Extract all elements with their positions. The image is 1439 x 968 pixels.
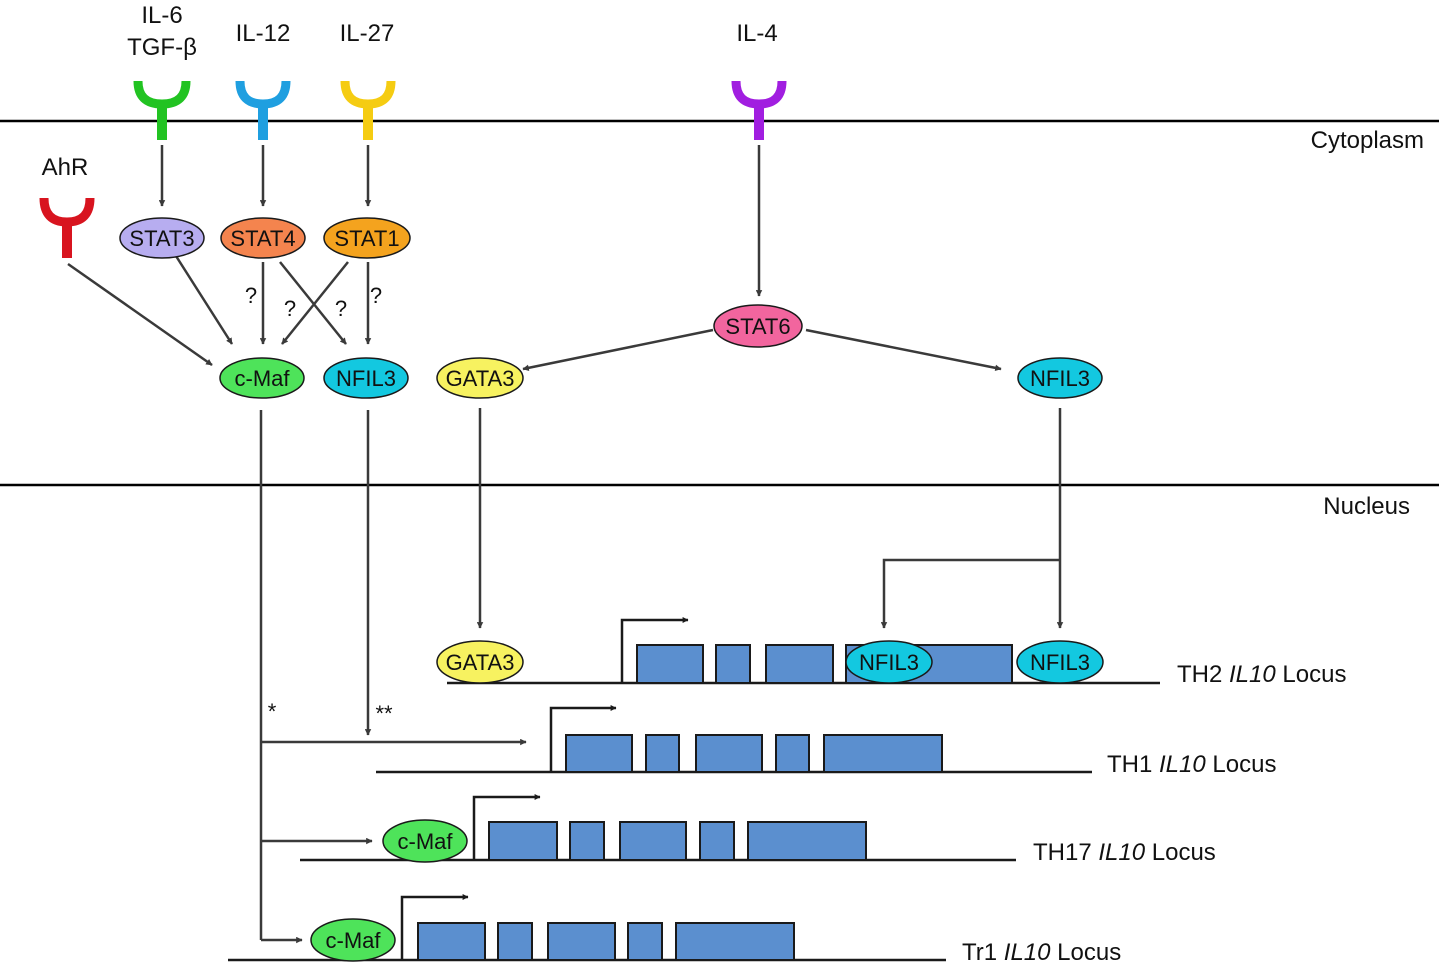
il4-receptor-icon [731, 80, 787, 140]
svg-text:STAT4: STAT4 [230, 226, 295, 251]
il27-label: IL-27 [340, 20, 395, 47]
tr1-exon-2 [497, 922, 533, 961]
il6-label: IL-6 [141, 2, 182, 29]
uncertain-mark-3: ? [335, 296, 347, 321]
arrow-stat3-cmaf [174, 255, 234, 345]
th2-nfil3-factor-1: NFIL3 [845, 640, 933, 684]
nfil3-left-node: NFIL3 [323, 357, 409, 399]
arrow-stat6-nfil3 [805, 328, 1002, 372]
th17-locus: c-Maf TH17 IL10 Locus [300, 794, 1216, 866]
th2-tss-arrow-icon [620, 617, 689, 683]
arrow-stat4-nfil3 [279, 261, 347, 345]
nucleus-label: Nucleus [1323, 493, 1410, 520]
th2-gata3-factor: GATA3 [436, 640, 524, 684]
th17-cmaf-factor: c-Maf [382, 819, 468, 863]
th1-exon-2 [645, 734, 680, 773]
svg-text:STAT3: STAT3 [129, 226, 194, 251]
th17-tss-arrow-icon [472, 794, 541, 860]
tr1-tss-arrow-icon [400, 894, 469, 960]
stat4-node: STAT4 [220, 217, 306, 259]
uncertain-mark-1: ? [245, 283, 257, 308]
svg-text:STAT1: STAT1 [334, 226, 399, 251]
tr1-exon-4 [627, 922, 663, 961]
tr1-locus: c-Maf Tr1 IL10 Locus [228, 894, 1121, 966]
tgfb-label: TGF-β [127, 34, 197, 61]
th17-locus-label: TH17 IL10 Locus [1033, 839, 1216, 866]
th2-locus: GATA3 NFIL3 NFIL3 TH2 IL10 Locus [436, 617, 1346, 688]
th17-exon-2 [569, 821, 605, 861]
ahr-receptor-icon [39, 197, 95, 258]
arrow-nfil3-th2-site1 [880, 558, 1060, 629]
th1-locus-label: TH1 IL10 Locus [1107, 751, 1276, 778]
tr1-exon-5 [675, 922, 795, 961]
arrow-ahr-cmaf [67, 262, 213, 367]
cytoplasm-label: Cytoplasm [1311, 127, 1424, 154]
svg-text:GATA3: GATA3 [446, 366, 515, 391]
th1-exon-3 [695, 734, 763, 773]
svg-text:STAT6: STAT6 [725, 314, 790, 339]
stat6-node: STAT6 [713, 304, 803, 348]
uncertain-mark-2: ? [284, 296, 296, 321]
il27-receptor-icon [340, 80, 396, 140]
nfil3-right-node: NFIL3 [1017, 357, 1103, 399]
uncertain-mark-4: ? [370, 283, 382, 308]
arrow-stat1-cmaf [281, 261, 349, 345]
il6-tgfb-receptor-icon [133, 80, 191, 140]
th1-tss-arrow-icon [549, 705, 617, 772]
single-asterisk: * [268, 699, 277, 724]
ahr-label: AhR [42, 154, 89, 181]
th2-exon-3 [765, 644, 834, 684]
il12-label: IL-12 [236, 20, 291, 47]
cmaf-node: c-Maf [219, 357, 305, 399]
th1-exon-1 [565, 734, 633, 773]
th2-exon-2 [715, 644, 751, 684]
th2-nfil3-factor-2: NFIL3 [1016, 640, 1104, 684]
th1-exon-5 [823, 734, 943, 773]
il12-receptor-icon [235, 80, 291, 140]
svg-text:c-Maf: c-Maf [235, 366, 291, 391]
tr1-cmaf-factor: c-Maf [310, 918, 396, 962]
th2-locus-label: TH2 IL10 Locus [1177, 661, 1346, 688]
tr1-exon-3 [547, 922, 616, 961]
th17-exon-3 [619, 821, 687, 861]
svg-text:c-Maf: c-Maf [326, 928, 382, 953]
tr1-locus-label: Tr1 IL10 Locus [962, 939, 1121, 966]
th1-exon-4 [775, 734, 810, 773]
svg-text:GATA3: GATA3 [446, 650, 515, 675]
svg-text:NFIL3: NFIL3 [336, 366, 396, 391]
th2-exon-1 [636, 644, 704, 684]
double-asterisk: ** [375, 701, 393, 726]
gata3-node: GATA3 [436, 357, 524, 399]
th17-exon-5 [747, 821, 867, 861]
arrow-stat6-gata3 [522, 328, 714, 372]
svg-text:NFIL3: NFIL3 [859, 650, 919, 675]
tr1-exon-1 [417, 922, 486, 961]
th17-exon-4 [699, 821, 735, 861]
th1-locus: TH1 IL10 Locus [376, 705, 1276, 778]
il4-label: IL-4 [736, 20, 777, 47]
svg-text:c-Maf: c-Maf [398, 829, 454, 854]
th17-exon-1 [488, 821, 558, 861]
svg-text:NFIL3: NFIL3 [1030, 650, 1090, 675]
stat1-node: STAT1 [323, 217, 411, 259]
svg-text:NFIL3: NFIL3 [1030, 366, 1090, 391]
stat3-node: STAT3 [119, 217, 205, 259]
